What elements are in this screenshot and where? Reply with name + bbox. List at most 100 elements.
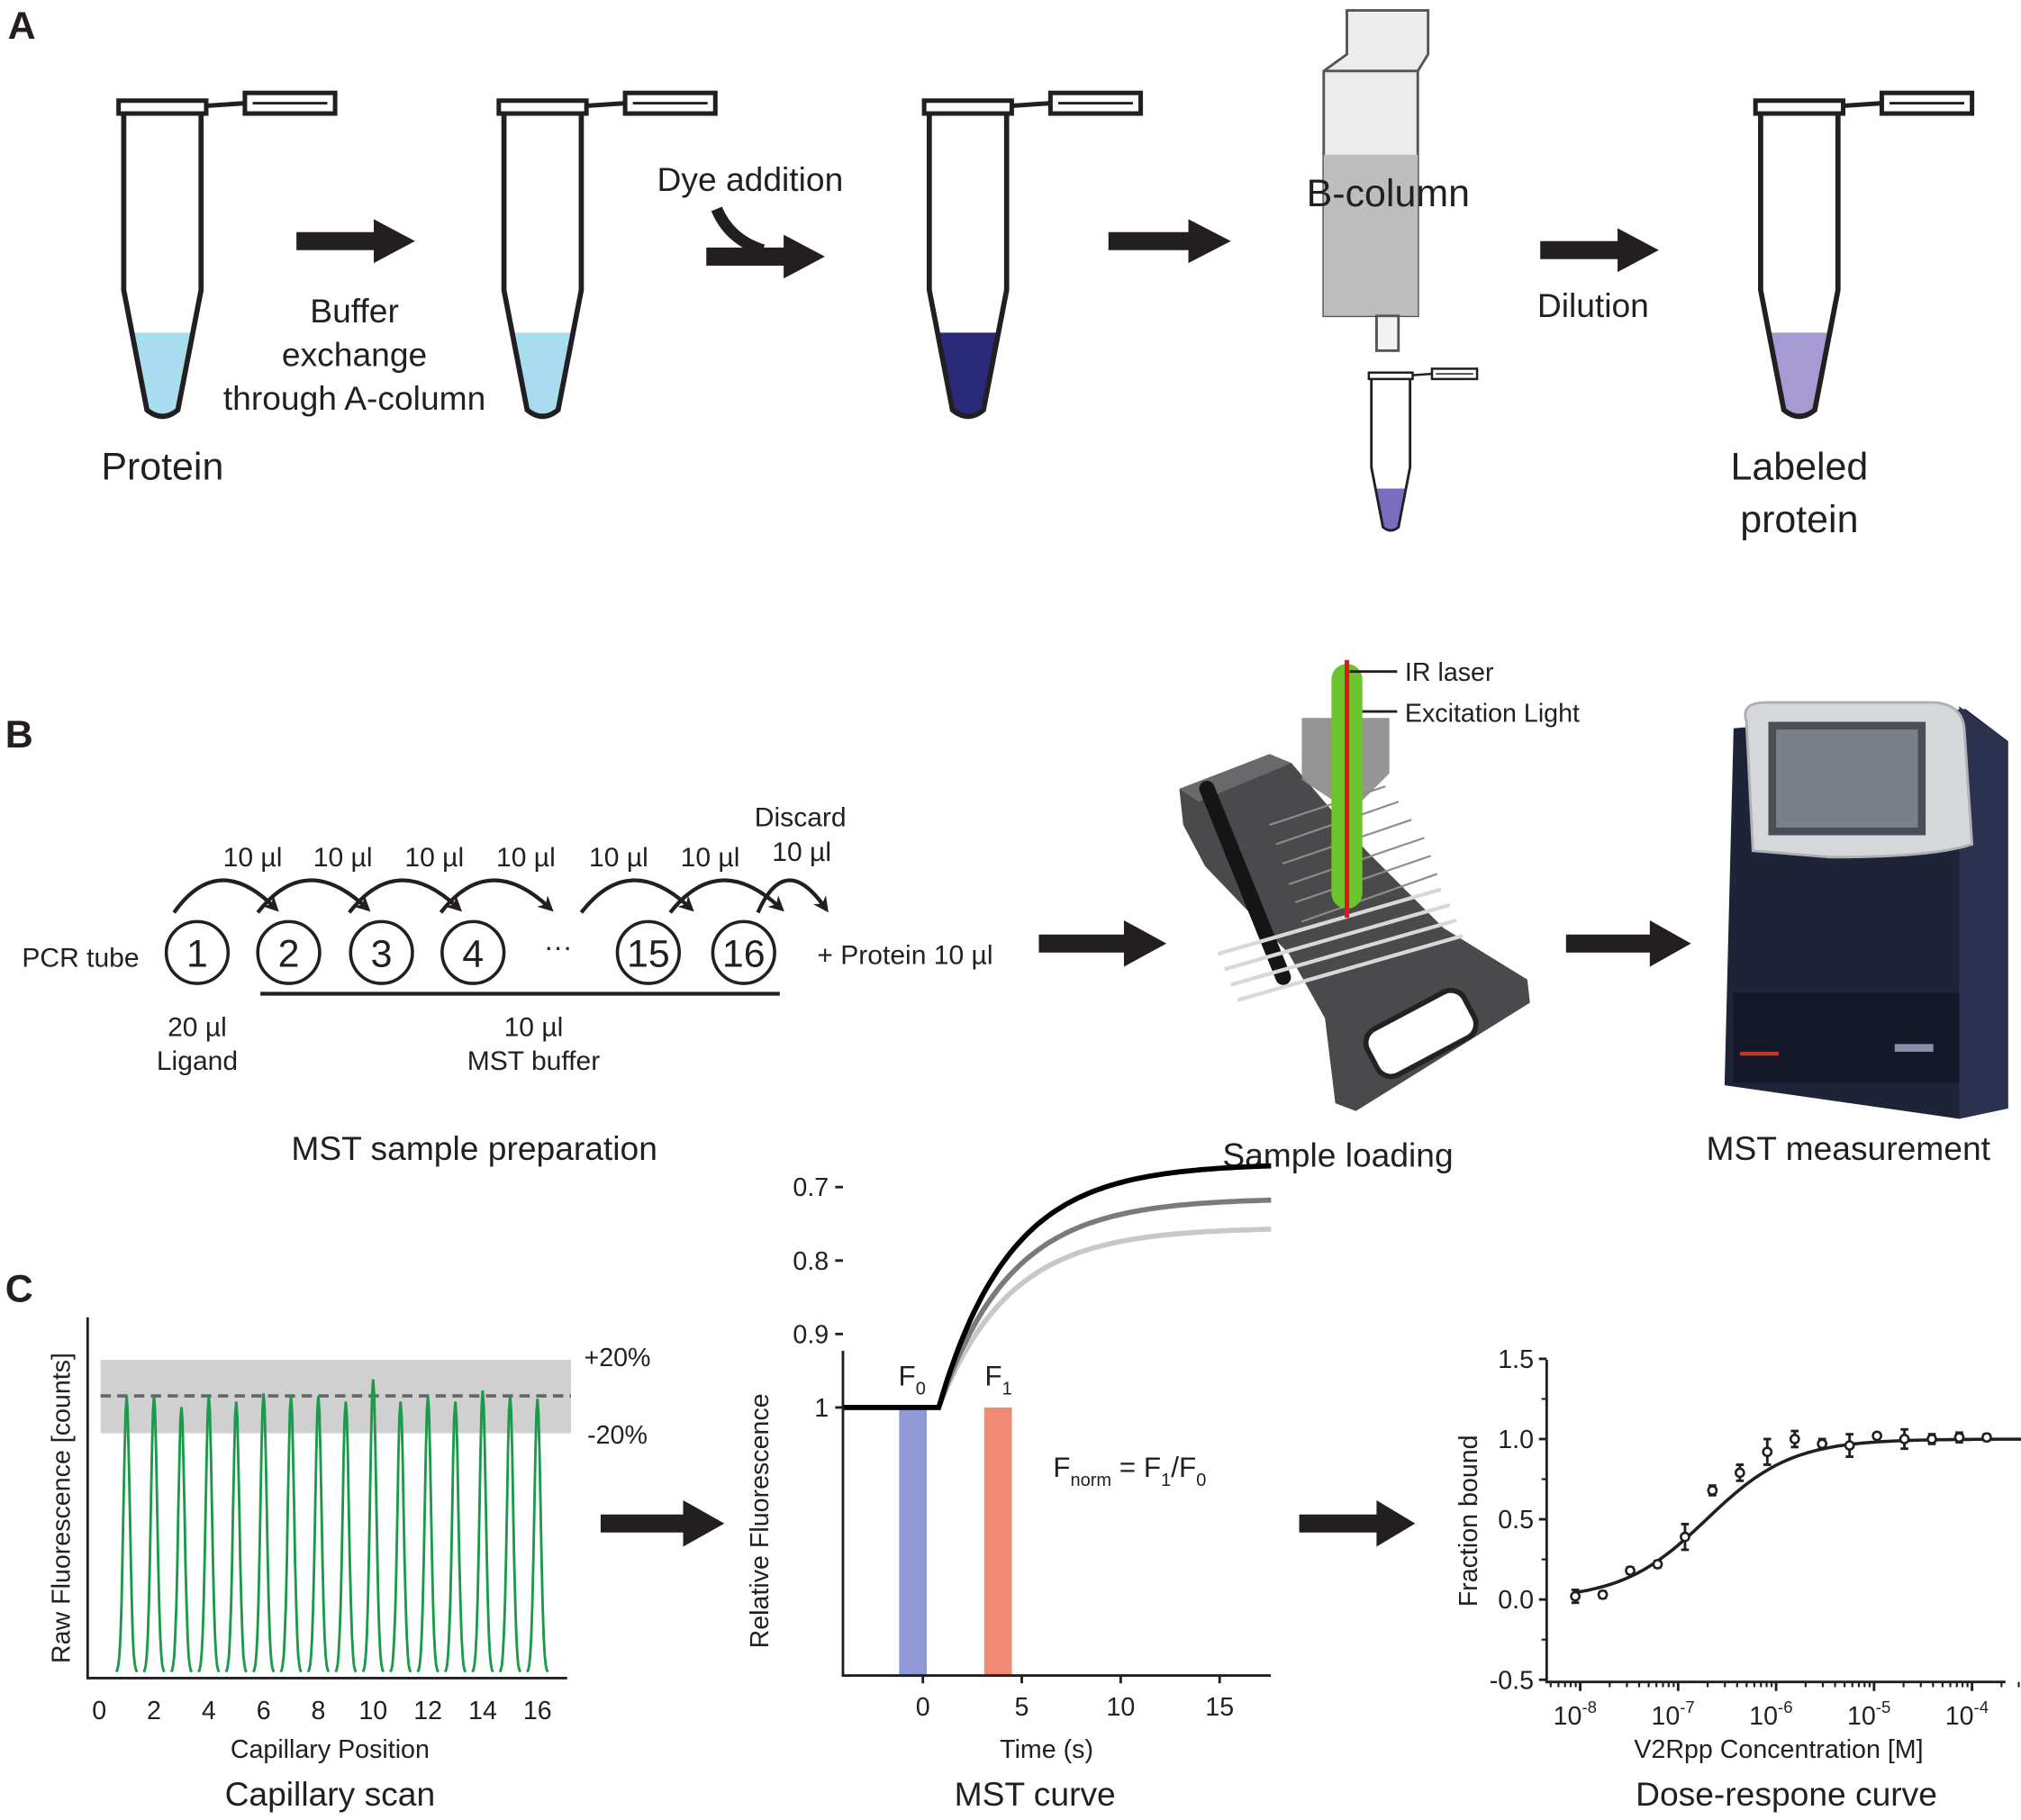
capillary-peak [251, 1393, 276, 1673]
pcr-tube-number: 4 [462, 932, 484, 975]
panel-label-a: A [8, 5, 36, 48]
chart-title: Dose-respone curve [1636, 1775, 1937, 1813]
tube-body [926, 113, 1010, 420]
f0-label-sub: 0 [916, 1380, 926, 1399]
excitation-light-label: Excitation Light [1405, 700, 1580, 729]
eq-sub: norm [1070, 1471, 1111, 1490]
data-point [1625, 1565, 1636, 1576]
data-point [1762, 1446, 1773, 1458]
tube-hinge [1412, 372, 1433, 376]
transfer-volume-label: 10 µl [496, 843, 556, 873]
data-point [1789, 1434, 1800, 1444]
b-column-label: B-column [1307, 172, 1470, 215]
x-tick-label: 2 [147, 1697, 161, 1725]
discard-label: Discard [755, 802, 847, 832]
tick-exponent: -4 [1974, 1698, 1989, 1716]
x-tick-label: 4 [202, 1697, 216, 1725]
y-tick-label: 1.5 [1498, 1345, 1534, 1374]
labeled-protein-label: Labeled [1730, 446, 1868, 489]
transfer-volume-label: 10 µl [404, 843, 464, 873]
data-point [1734, 1467, 1745, 1479]
x-tick-label: 12 [413, 1697, 442, 1725]
x-tick-label: 0 [92, 1697, 106, 1725]
pcr-tube-number: 2 [278, 932, 300, 975]
tube-rim [1753, 98, 1846, 116]
tube-hinge [1843, 101, 1882, 108]
eq-sub: 0 [1196, 1471, 1206, 1490]
capillary-peak [142, 1396, 166, 1673]
pcr-tube-circle [349, 919, 414, 985]
x-tick-label: 16 [523, 1697, 552, 1725]
transfer-arrow-icon [756, 878, 829, 914]
arrow-right-icon [1565, 919, 1691, 967]
pcr-tube-circle [440, 919, 506, 985]
transfer-volume-label: 10 µl [313, 843, 373, 873]
x-tick-label: 0 [916, 1693, 930, 1722]
tick-base: 10 [1945, 1702, 1974, 1731]
y-tick-label: 1.0 [1498, 1426, 1534, 1454]
x-tick-label: 10-7 [1651, 1698, 1694, 1731]
tube-hinge [585, 101, 626, 108]
mst-trace-light [843, 1227, 1272, 1410]
pcr-tube-number: 16 [722, 932, 766, 975]
capillary-tray-icon [1179, 754, 1530, 1111]
arrow-right-icon [600, 1499, 725, 1547]
protein-addition-label: + Protein 10 µl [817, 941, 992, 971]
transfer-arrow-icon [256, 878, 371, 914]
data-point [1707, 1485, 1718, 1496]
data-point [1926, 1434, 1937, 1444]
tube-body [1370, 378, 1412, 532]
transfer-arrow-icon [348, 878, 463, 914]
x-tick-label: 10-6 [1749, 1698, 1792, 1731]
arrow-right-icon [296, 219, 415, 264]
dilution-label: Dilution [1537, 286, 1649, 324]
tube-body [121, 113, 204, 420]
tick-exponent: -5 [1876, 1698, 1891, 1716]
tube-rim [116, 98, 209, 116]
eq-part: F [1053, 1452, 1070, 1483]
ir-laser-label: IR laser [1405, 658, 1494, 687]
x-axis-label: Capillary Position [231, 1735, 430, 1764]
tube-hinge [205, 101, 246, 108]
buffer-volume-label: 10 µl [504, 1013, 564, 1043]
capillary-peak [498, 1396, 522, 1673]
ellipsis: ··· [544, 931, 572, 963]
mst-measurement-title: MST measurement [1706, 1129, 1990, 1167]
protein-label: Protein [101, 446, 223, 489]
x-axis-label: V2Rpp Concentration [M] [1634, 1735, 1923, 1764]
arrow-right-icon [706, 234, 825, 279]
arrow-right-icon [1038, 919, 1167, 967]
f0-label: F0 [898, 1361, 925, 1399]
capillary-peak [361, 1379, 385, 1673]
mst-instrument-icon [1724, 701, 2008, 1119]
arrow-right-icon [1540, 228, 1659, 273]
band-lower-label: -20% [587, 1421, 648, 1450]
capillary-peak [197, 1396, 221, 1673]
fnorm-equation: Fnorm = F1/F0 [1053, 1452, 1206, 1490]
capillary-peak [334, 1401, 358, 1673]
x-tick-label: 14 [468, 1697, 497, 1725]
chart-title: Capillary scan [225, 1775, 436, 1813]
pcr-tube-number: 3 [371, 932, 393, 975]
y-tick-label: 0.7 [793, 1173, 829, 1202]
x-tick-label: 8 [312, 1697, 326, 1725]
eq-part: /F [1171, 1452, 1196, 1483]
transfer-volume-label: 10 µl [223, 843, 283, 873]
dye-curved-arrow-icon [711, 206, 766, 256]
y-tick-label: -0.5 [1490, 1666, 1534, 1695]
ligand-volume-label: 20 µl [168, 1013, 227, 1043]
data-point [1844, 1440, 1855, 1451]
transfer-arrow-icon [172, 878, 279, 914]
tube-body [501, 113, 585, 420]
tick-exponent: -8 [1581, 1698, 1597, 1716]
sample-preparation-title: MST sample preparation [291, 1129, 657, 1167]
data-point [1953, 1432, 1965, 1444]
b-column-icon [1322, 9, 1430, 352]
microtube-icon [116, 90, 338, 420]
y-axis-label: Relative Fluorescence [746, 1393, 775, 1648]
capillary-peak [224, 1401, 249, 1673]
f1-window [983, 1407, 1012, 1676]
